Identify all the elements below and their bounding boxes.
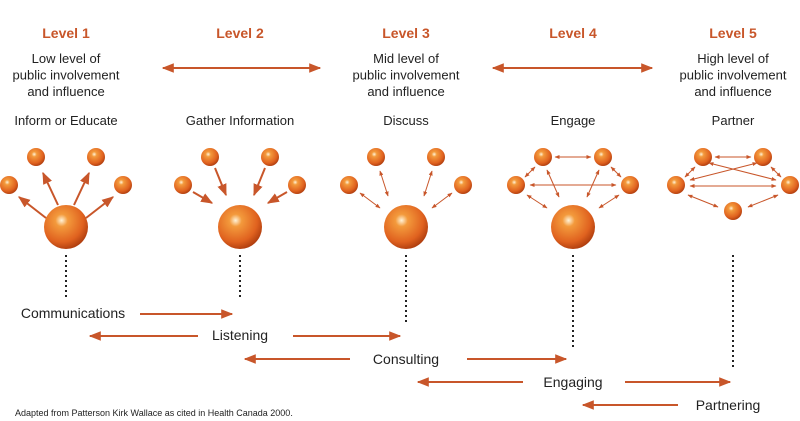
- level-mode-label: Discuss: [383, 113, 429, 128]
- level-description-line: public involvement: [353, 68, 460, 83]
- connection-arrow: [598, 194, 620, 209]
- large-sphere-icon: [551, 205, 595, 249]
- connection-arrow: [42, 171, 59, 206]
- level-mode-label: Engage: [551, 113, 596, 128]
- connection-arrow: [431, 192, 453, 209]
- connection-arrow: [266, 191, 288, 204]
- small-sphere-icon: [534, 148, 552, 166]
- small-sphere-icon: [261, 148, 279, 166]
- large-sphere-icon: [384, 205, 428, 249]
- level-title: Level 3: [382, 25, 430, 41]
- connection-arrow: [684, 166, 696, 178]
- connection-arrow: [546, 169, 560, 198]
- small-sphere-icon: [427, 148, 445, 166]
- small-sphere-icon: [0, 176, 18, 194]
- connection-arrow: [73, 171, 90, 206]
- level-description-line: Mid level of: [373, 51, 439, 66]
- level-description-line: and influence: [367, 84, 444, 99]
- level-title: Level 4: [549, 25, 597, 41]
- small-sphere-icon: [114, 176, 132, 194]
- stage-label: Communications: [21, 305, 125, 321]
- level-mode-label: Inform or Educate: [14, 113, 117, 128]
- connection-arrow: [192, 191, 214, 204]
- small-sphere-icon: [201, 148, 219, 166]
- small-sphere-icon: [340, 176, 358, 194]
- small-sphere-icon: [694, 148, 712, 166]
- level-description-line: and influence: [694, 84, 771, 99]
- connection-arrow: [586, 169, 600, 198]
- small-sphere-icon: [667, 176, 685, 194]
- small-sphere-icon: [27, 148, 45, 166]
- connection-arrow: [379, 170, 389, 197]
- connection-arrow: [526, 194, 548, 209]
- level-title: Level 5: [709, 25, 757, 41]
- large-sphere-icon: [44, 205, 88, 249]
- stage-label: Consulting: [373, 351, 439, 367]
- connection-arrow: [687, 194, 719, 208]
- level-mode-label: Partner: [712, 113, 755, 128]
- small-sphere-icon: [621, 176, 639, 194]
- small-sphere-icon: [754, 148, 772, 166]
- level-description-line: public involvement: [13, 68, 120, 83]
- connection-arrow: [524, 166, 536, 178]
- connection-arrow: [689, 162, 758, 181]
- connection-arrow: [747, 194, 779, 208]
- small-sphere-icon: [781, 176, 799, 194]
- stage-label: Engaging: [543, 374, 602, 390]
- connection-arrow: [610, 166, 622, 178]
- connection-arrow: [85, 196, 114, 219]
- small-sphere-icon: [454, 176, 472, 194]
- small-sphere-icon: [87, 148, 105, 166]
- stage-label: Partnering: [696, 397, 761, 413]
- stage-label: Listening: [212, 327, 268, 343]
- connection-arrow: [214, 167, 227, 197]
- small-sphere-icon: [594, 148, 612, 166]
- small-sphere-icon: [507, 176, 525, 194]
- connection-arrow: [423, 170, 433, 197]
- level-description-line: High level of: [697, 51, 769, 66]
- connection-arrow: [18, 196, 47, 219]
- level-description-line: Low level of: [32, 51, 101, 66]
- level-title: Level 1: [42, 25, 90, 41]
- level-title: Level 2: [216, 25, 264, 41]
- level-description-line: and influence: [27, 84, 104, 99]
- small-sphere-icon: [288, 176, 306, 194]
- connection-arrow: [253, 167, 266, 197]
- small-sphere-icon: [724, 202, 742, 220]
- level-mode-label: Gather Information: [186, 113, 294, 128]
- connection-arrow: [359, 192, 381, 209]
- small-sphere-icon: [367, 148, 385, 166]
- level-description-line: public involvement: [680, 68, 787, 83]
- large-sphere-icon: [218, 205, 262, 249]
- connection-arrow: [708, 162, 777, 181]
- connection-arrow: [770, 166, 782, 178]
- small-sphere-icon: [174, 176, 192, 194]
- footnote: Adapted from Patterson Kirk Wallace as c…: [15, 408, 293, 418]
